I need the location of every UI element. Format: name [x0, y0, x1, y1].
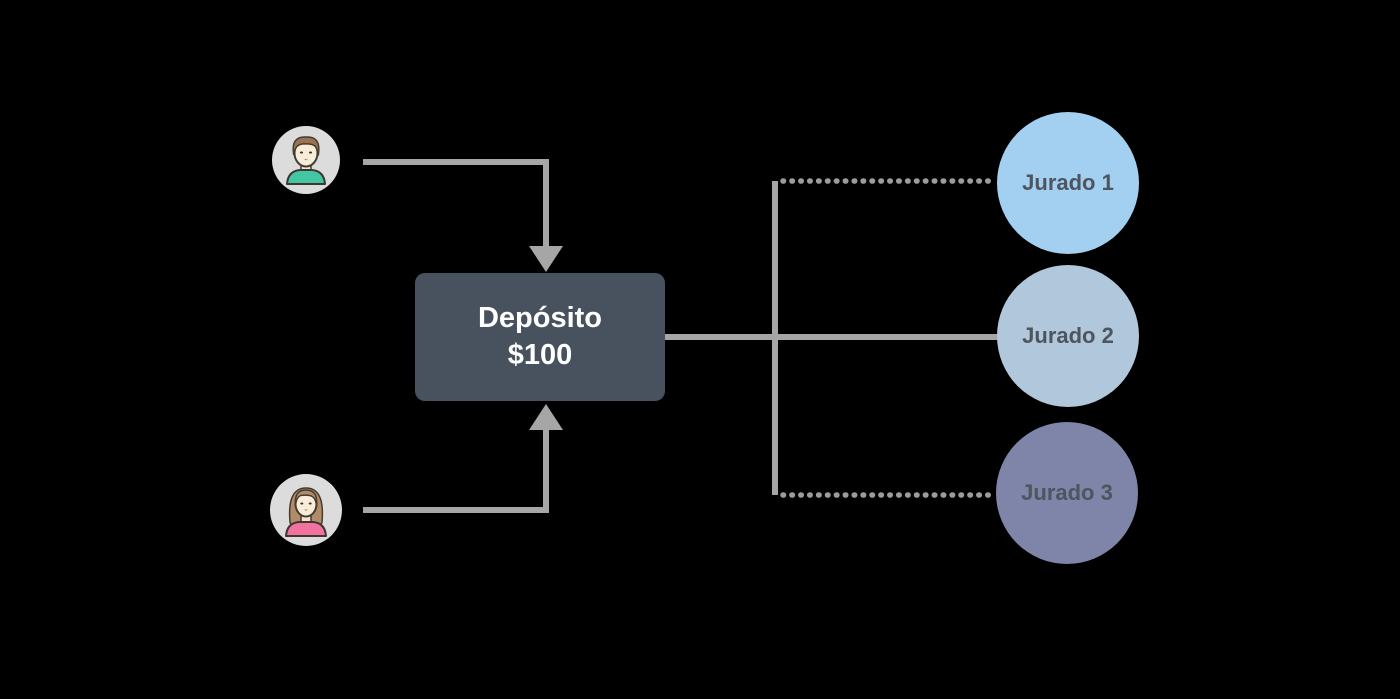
male-avatar-icon — [272, 126, 340, 194]
juror-2-label: Jurado 2 — [1022, 323, 1114, 348]
deposit-amount: $100 — [507, 339, 573, 371]
arrowhead-up-icon — [529, 404, 563, 430]
female-avatar-icon — [270, 474, 342, 546]
avatar-fringe — [294, 489, 318, 506]
arrow-line-female-to-deposit — [363, 430, 549, 513]
juror-2-circle: Jurado 2 — [997, 265, 1139, 407]
juror-3-circle: Jurado 3 — [996, 422, 1138, 564]
deposit-box: Depósito $100 — [415, 273, 665, 401]
avatar-eye — [308, 502, 312, 505]
avatar-eye — [308, 151, 313, 154]
deposit-title: Depósito — [477, 302, 603, 334]
avatar-eye — [299, 151, 304, 154]
arrowhead-down-icon — [529, 246, 563, 272]
juror-1-circle: Jurado 1 — [997, 112, 1139, 254]
juror-3-label: Jurado 3 — [1021, 480, 1113, 505]
avatar-hair — [292, 136, 320, 156]
juror-1-label: Jurado 1 — [1022, 170, 1114, 195]
avatar-shirt — [285, 521, 327, 537]
avatar-eye — [300, 502, 304, 505]
arrow-line-male-to-deposit — [363, 159, 549, 246]
avatar-shirt — [286, 169, 326, 185]
